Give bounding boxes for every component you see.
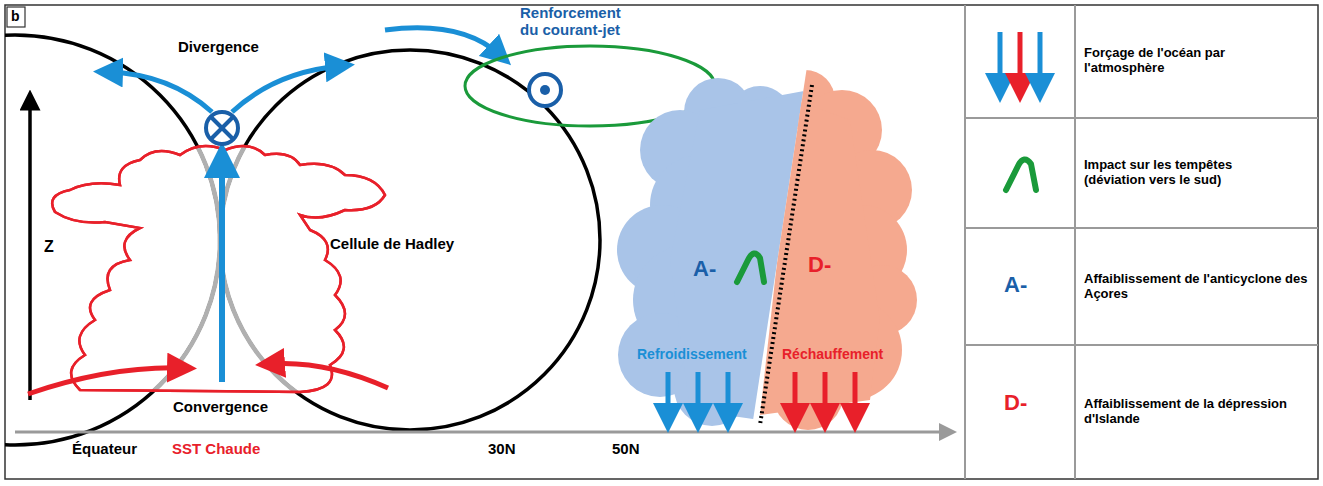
divergence-label: Divergence <box>178 38 259 55</box>
legend-symbol: D- <box>1004 390 1027 415</box>
cooling-label: Refroidissement <box>637 346 747 362</box>
legend-text: Affaiblissement de la dépression d'Islan… <box>1084 397 1312 427</box>
sst-label: SST Chaude <box>172 440 260 457</box>
convergence-label: Convergence <box>173 398 268 415</box>
cell-label: Cellule de Hadley <box>330 235 454 252</box>
legend-symbol: A- <box>1004 272 1027 297</box>
legend-text: Forçage de l'océan par l'atmosphère <box>1084 46 1234 76</box>
jet-region: Renforcement du courant-jet <box>465 4 715 129</box>
warm-cloud: D- Réchauffement <box>740 80 910 425</box>
legend-text: Affaiblissement de l'anticyclone des Aço… <box>1084 272 1312 302</box>
legend-text: Impact sur les tempêtes (déviation vers … <box>1084 158 1264 188</box>
anticyclone-mark: A- <box>693 256 716 281</box>
cold-cloud: A- Refroidissement <box>625 80 795 425</box>
axis-tick: 30N <box>488 440 516 457</box>
hadley-cell: Cellule de Hadley <box>220 50 600 430</box>
axis-label: Z <box>44 238 54 256</box>
jet-label: Renforcement du courant-jet <box>520 4 642 39</box>
axis-tick: Équateur <box>72 440 137 457</box>
panel-letter: b <box>11 8 20 24</box>
depression-mark: D- <box>808 252 831 277</box>
axis-tick: 50N <box>612 440 640 457</box>
warming-label: Réchauffement <box>782 346 883 362</box>
